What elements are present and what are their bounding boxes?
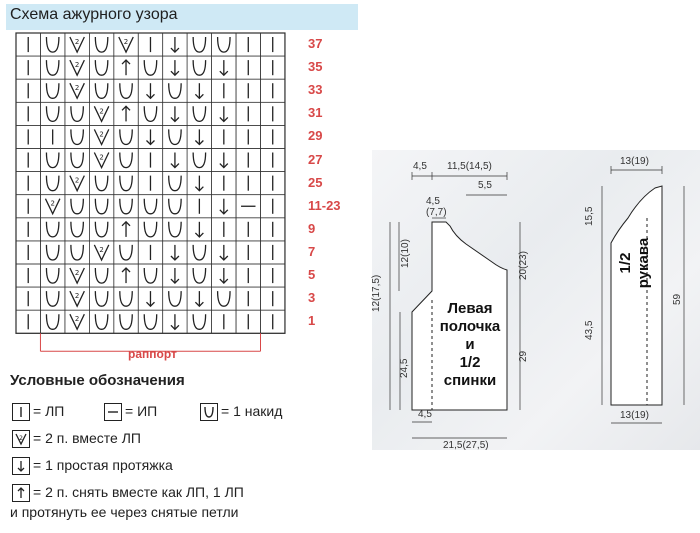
chart-cell <box>260 309 286 334</box>
front-label-line-4: 1/2 <box>459 354 481 371</box>
sleeve-piece-label: 1/2 рукава <box>617 208 653 318</box>
front-piece-label: Левая полочка и 1/2 спинки <box>430 300 510 390</box>
front-dimension-lines <box>389 172 521 439</box>
row-number: 5 <box>308 267 316 282</box>
legend-yarn-over-text: = 1 накид <box>221 403 283 419</box>
dim-front-neck: 4,5 <box>426 196 440 207</box>
dim-front-left-mid: 12(17,5) <box>371 274 382 312</box>
svg-text:2: 2 <box>75 61 79 69</box>
row-number: 33 <box>308 82 323 98</box>
svg-text:2: 2 <box>99 107 103 115</box>
sleeve-piece-outline <box>610 185 663 406</box>
row-number: 25 <box>308 174 323 190</box>
dim-front-left-upper: 12(10) <box>400 239 411 268</box>
dim-front-left-lower: 24,5 <box>399 358 410 378</box>
rapport-label: раппорт <box>128 347 177 361</box>
svg-text:2: 2 <box>99 130 103 138</box>
decrease-symbol-icon: 2 <box>12 430 30 448</box>
yarn-over-symbol-icon <box>200 403 218 421</box>
dim-sleeve-bottom: 13(19) <box>620 410 649 421</box>
row-number: 3 <box>308 290 316 306</box>
dim-front-bottom-small: 4,5 <box>418 409 432 420</box>
dim-front-bottom: 21,5(27,5) <box>443 440 489 451</box>
row-number: 7 <box>308 243 316 259</box>
front-piece-outline <box>411 221 508 411</box>
legend-slip-text: = 1 простая протяжка <box>33 457 173 473</box>
front-label-line-3: и <box>465 336 475 353</box>
svg-text:2: 2 <box>99 246 103 254</box>
dim-sleeve-left-lower: 43,5 <box>584 320 595 340</box>
svg-text:2: 2 <box>75 84 79 92</box>
row-number: 37 <box>308 36 323 51</box>
dim-front-top-mid: 11,5(14,5) <box>447 161 492 172</box>
row-number: 11-23 <box>308 197 341 213</box>
knit-symbol-icon <box>12 403 30 421</box>
svg-text:2: 2 <box>19 435 23 442</box>
legend-title: Условные обозначения <box>10 372 185 389</box>
row-number: 1 <box>308 313 316 329</box>
chart-title-bar <box>6 4 358 30</box>
front-label-line-5: спинки <box>443 372 497 389</box>
sleeve-dimension-lines <box>601 166 685 424</box>
dim-front-top-left: 4,5 <box>413 161 427 172</box>
sleeve-label-line-1: 1/2 <box>617 252 634 274</box>
legend-double-dec-text-2: и протянуть ее через снятые петли <box>10 504 239 520</box>
row-number: 9 <box>308 220 316 236</box>
row-number: 31 <box>308 105 323 121</box>
svg-text:2: 2 <box>50 200 54 208</box>
svg-text:2: 2 <box>75 177 79 185</box>
row-number: 27 <box>308 151 323 167</box>
double-decrease-symbol-icon <box>12 484 30 502</box>
svg-text:2: 2 <box>124 38 128 46</box>
legend-knit-text: = ЛП <box>33 403 65 419</box>
legend-double-dec-text-1: = 2 п. снять вместе как ЛП, 1 ЛП <box>33 484 244 500</box>
legend-purl-text: = ИП <box>125 403 158 419</box>
dim-front-top-right: 5,5 <box>478 180 492 191</box>
front-label-line-1: Левая <box>447 300 493 317</box>
front-label-line-2: полочка <box>439 318 501 335</box>
purl-symbol-icon <box>104 403 122 421</box>
dim-sleeve-right: 59 <box>672 293 683 305</box>
dim-front-right-lower: 29 <box>518 350 529 362</box>
row-number: 35 <box>308 59 323 75</box>
dim-sleeve-left-upper: 15,5 <box>584 206 595 226</box>
dim-front-right-upper: 20(23) <box>518 251 529 280</box>
chart-title: Схема ажурного узора <box>10 6 178 23</box>
svg-text:2: 2 <box>75 38 79 46</box>
rapport-bracket <box>39 333 261 352</box>
dim-sleeve-top: 13(19) <box>620 156 649 167</box>
slip-symbol-icon <box>12 457 30 475</box>
legend-dec-text: = 2 п. вместе ЛП <box>33 430 141 446</box>
svg-text:2: 2 <box>99 154 103 162</box>
dim-front-neck-alt: (7,7) <box>426 207 447 218</box>
svg-text:2: 2 <box>75 315 79 323</box>
svg-text:2: 2 <box>75 269 79 277</box>
row-number: 29 <box>308 128 323 144</box>
svg-text:2: 2 <box>75 292 79 300</box>
sleeve-label-line-2: рукава <box>635 237 652 289</box>
